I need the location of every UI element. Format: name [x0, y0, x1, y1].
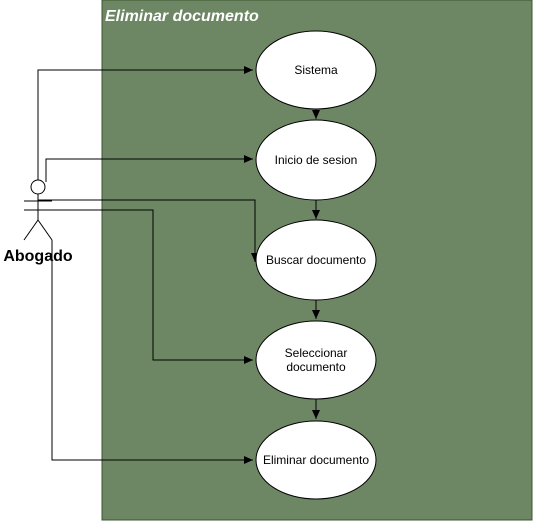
- edge-actor-eliminar: [51, 240, 253, 464]
- use-case-inicio-de-sesion[interactable]: Inicio de sesion: [255, 119, 377, 201]
- use-case-label-line-1: Seleccionar: [285, 346, 348, 360]
- use-case-label: Sistema: [294, 63, 338, 77]
- use-case-ellipse: [255, 219, 377, 301]
- use-case-eliminar-documento[interactable]: Eliminar documento: [255, 420, 377, 500]
- use-case-label: Eliminar documento: [263, 453, 369, 467]
- edge-actor-buscar: [38, 199, 259, 262]
- edge-actor-sistema: [37, 66, 253, 180]
- boundary-title: Eliminar documento: [105, 8, 259, 25]
- edge-actor-seleccionar: [24, 209, 253, 364]
- use-case-sistema[interactable]: Sistema: [255, 30, 377, 110]
- use-case-buscar-documento[interactable]: Buscar documento: [255, 219, 377, 301]
- actor-right-leg: [37, 219, 53, 241]
- actor-head: [30, 179, 46, 195]
- use-case-ellipse: [255, 420, 377, 500]
- use-case-seleccionar-documento[interactable]: Seleccionar documento: [255, 320, 377, 400]
- actor-name: Abogado: [3, 248, 73, 265]
- use-case-ellipse: [255, 119, 377, 201]
- use-case-label: Inicio de sesion: [275, 153, 358, 167]
- use-case-ellipse: [255, 30, 377, 110]
- use-case-ellipse: [255, 320, 377, 400]
- use-case-label-line-2: documento: [286, 360, 346, 374]
- edge-actor-inicio: [45, 155, 253, 182]
- actor-left-leg: [23, 219, 39, 241]
- use-case-label: Buscar documento: [266, 253, 366, 267]
- actor-abogado[interactable]: Abogado: [3, 179, 73, 265]
